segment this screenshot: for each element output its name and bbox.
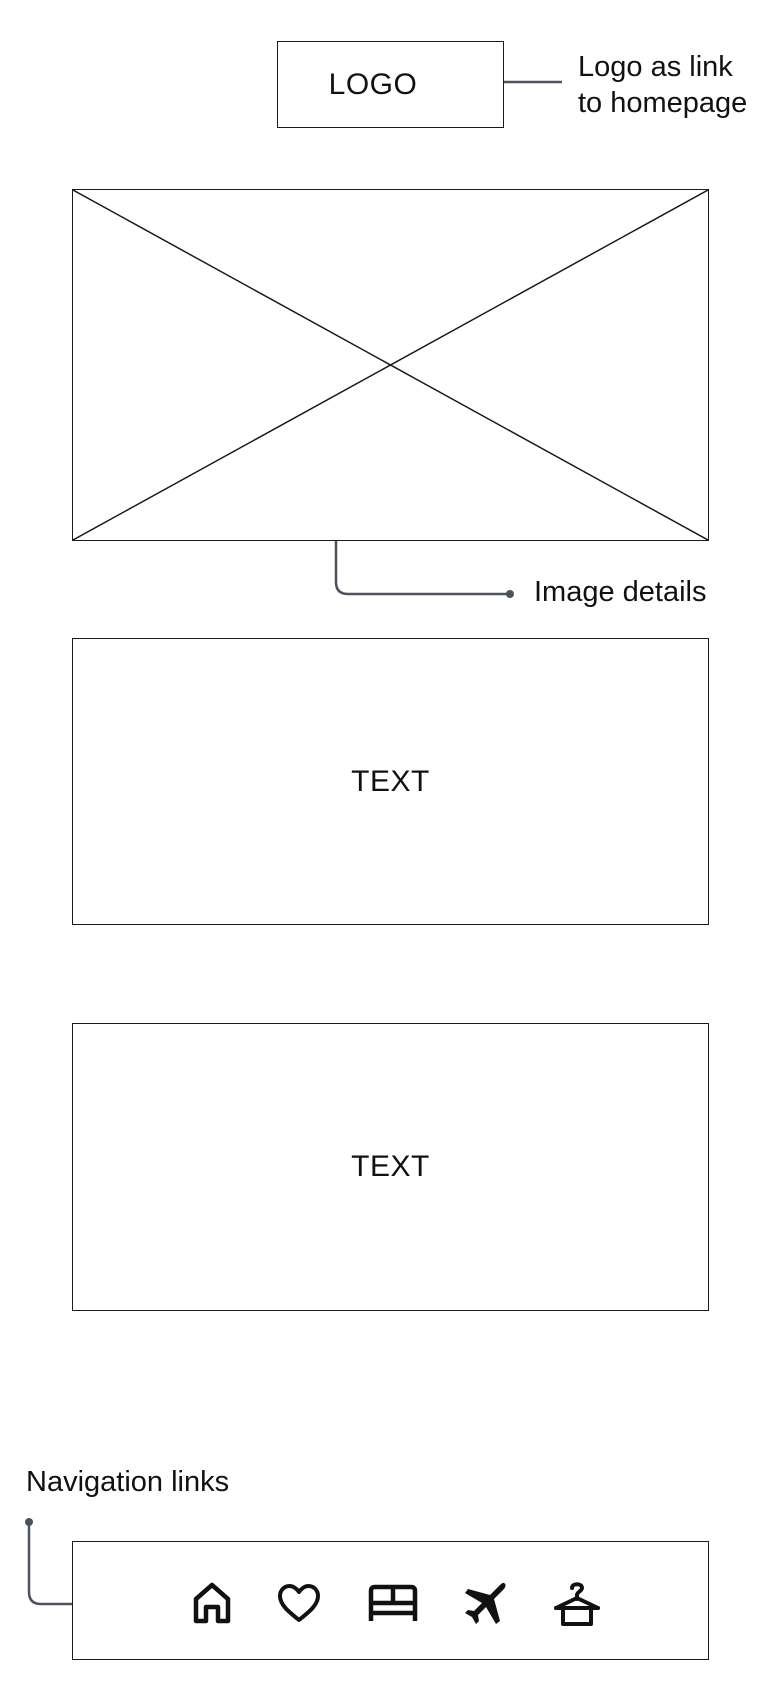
- text-block-1-label: TEXT: [351, 764, 430, 798]
- logo-link[interactable]: LOGO: [277, 41, 504, 128]
- hanger-icon[interactable]: [553, 1579, 601, 1627]
- nav-connector-dot-start: [25, 1518, 33, 1526]
- logo-annotation-line-2: to homepage: [578, 87, 748, 119]
- image-connector-dot-end: [506, 590, 514, 598]
- airplane-icon[interactable]: [462, 1579, 510, 1627]
- image-placeholder-cross: [73, 190, 708, 540]
- text-block-2-label: TEXT: [351, 1150, 430, 1183]
- logo-label: LOGO: [328, 67, 418, 101]
- image-annotation: Image details: [534, 576, 707, 608]
- logo-annotation: Logo as link to homepage: [578, 49, 747, 121]
- nav-bar: [72, 1541, 709, 1660]
- heart-icon[interactable]: [275, 1579, 323, 1627]
- home-icon[interactable]: [188, 1579, 236, 1627]
- image-placeholder: [72, 189, 709, 541]
- bed-icon[interactable]: [365, 1579, 421, 1627]
- logo-annotation-line-1: Logo as link: [578, 51, 733, 83]
- nav-annotation: Navigation links: [26, 1466, 230, 1498]
- text-block-2: TEXT: [72, 1023, 709, 1311]
- text-block-1: TEXT: [72, 638, 709, 925]
